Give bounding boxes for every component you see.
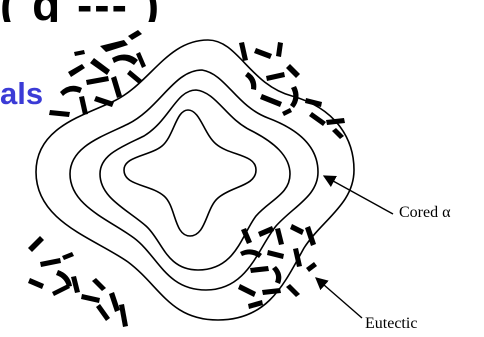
eutectic-particle xyxy=(28,236,44,252)
eutectic-particle xyxy=(260,94,282,107)
eutectic-particle xyxy=(127,70,142,84)
cored-alpha-label: Cored α xyxy=(399,204,450,222)
eutectic-particle xyxy=(258,226,274,237)
eutectic-particle xyxy=(74,50,85,56)
eutectic-particle xyxy=(250,266,269,273)
eutectic-particle xyxy=(40,258,61,267)
eutectic-particle xyxy=(49,110,70,117)
eutectic-particle xyxy=(305,98,322,107)
eutectic-particle xyxy=(262,288,281,295)
eutectic-particle xyxy=(56,270,72,287)
eutectic-particle xyxy=(241,228,252,244)
eutectic-particle xyxy=(81,294,100,303)
grain-contour-outer xyxy=(36,40,354,320)
eutectic-cluster-top-left xyxy=(49,30,146,117)
grain-core-star xyxy=(124,110,256,236)
eutectic-particle xyxy=(28,278,44,289)
eutectic-arrow xyxy=(316,278,362,318)
eutectic-particle xyxy=(326,118,345,125)
eutectic-cluster-bottom-left xyxy=(28,236,128,327)
eutectic-particle xyxy=(52,284,70,296)
eutectic-particle xyxy=(266,72,285,81)
eutectic-particle xyxy=(68,64,85,77)
eutectic-particle xyxy=(275,228,284,245)
eutectic-particle xyxy=(79,96,88,115)
eutectic-particle xyxy=(267,250,284,259)
eutectic-cluster-top-right xyxy=(239,42,345,139)
eutectic-particle xyxy=(276,42,283,57)
eutectic-particle xyxy=(282,108,292,116)
eutectic-particle xyxy=(306,262,317,272)
eutectic-label: Eutectic xyxy=(365,315,417,333)
eutectic-particle xyxy=(100,40,128,52)
eutectic-particle xyxy=(86,76,109,85)
eutectic-particle xyxy=(92,278,106,291)
eutectic-particle xyxy=(60,86,82,96)
eutectic-particle xyxy=(71,276,80,293)
eutectic-particle xyxy=(109,292,120,312)
eutectic-particle xyxy=(254,48,272,59)
eutectic-particle xyxy=(119,304,128,327)
cored-alpha-arrow xyxy=(324,176,393,214)
eutectic-particle xyxy=(96,304,110,321)
eutectic-particle xyxy=(62,252,74,260)
eutectic-particle xyxy=(238,284,256,297)
cored-alpha-grain xyxy=(36,40,354,320)
eutectic-particle xyxy=(90,58,110,75)
eutectic-particle xyxy=(286,64,300,78)
eutectic-particle xyxy=(112,54,138,65)
eutectic-particle xyxy=(272,266,281,284)
eutectic-particle xyxy=(309,112,326,126)
eutectic-particle xyxy=(128,30,142,40)
eutectic-particle xyxy=(290,86,299,108)
eutectic-particle xyxy=(111,76,122,98)
eutectic-particle xyxy=(286,284,300,297)
eutectic-particle xyxy=(290,224,304,235)
eutectic-particle xyxy=(240,249,262,258)
eutectic-particle xyxy=(245,72,256,90)
